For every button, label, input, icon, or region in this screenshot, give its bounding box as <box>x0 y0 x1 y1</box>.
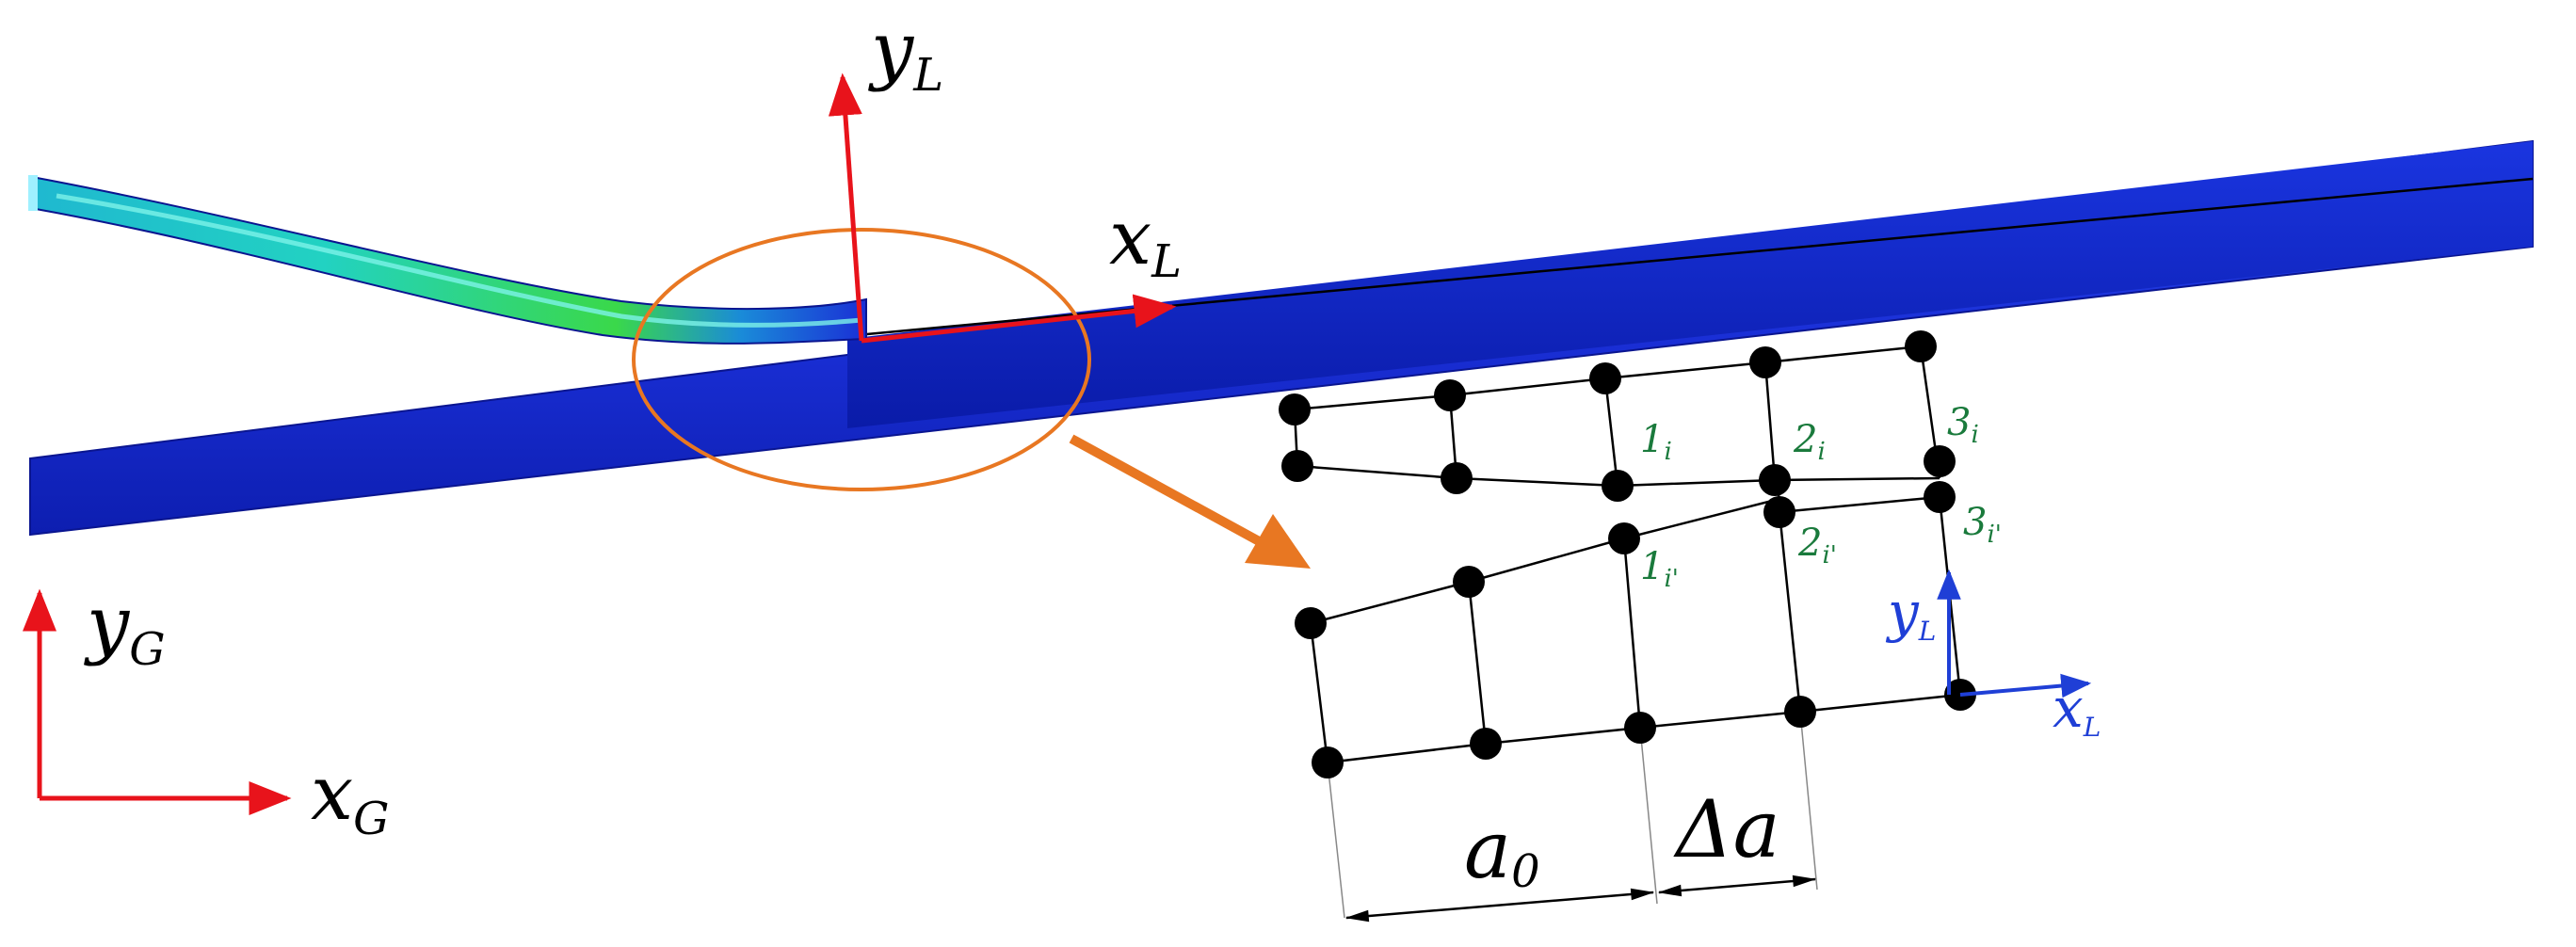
extension-line <box>1327 762 1345 919</box>
node-label-3i-prime: 3i' <box>1963 501 2002 549</box>
fe-beam-model <box>28 139 2534 537</box>
node <box>1281 450 1313 482</box>
dim-label-a0: a0 <box>1464 804 1540 898</box>
node <box>1295 607 1327 639</box>
mesh-line <box>1603 377 1619 487</box>
arrow-right-down-icon <box>1069 434 1311 569</box>
node-labels: 1i 2i 3i 1i' 2i' 3i' <box>1640 401 2002 593</box>
small-local-x-arrow <box>1959 673 2092 698</box>
bonded-beam <box>847 141 2533 428</box>
debonded-arm <box>30 175 867 345</box>
mesh-line <box>1778 511 1802 713</box>
node <box>1608 522 1640 554</box>
mesh-line <box>1467 581 1488 745</box>
node <box>1759 464 1791 496</box>
global-axes: xG yG <box>22 580 389 845</box>
arm-stress-band <box>56 193 862 328</box>
node <box>1749 346 1781 378</box>
node <box>1624 712 1656 744</box>
small-local-x-label: xL <box>2053 676 2101 743</box>
global-y-label: yG <box>84 580 166 676</box>
node-label-2i: 2i <box>1793 418 1826 466</box>
local-x-axis-arrow <box>861 294 1177 344</box>
node-label-3i: 3i <box>1947 401 1979 449</box>
node <box>1434 379 1466 411</box>
extension-line <box>1639 727 1658 905</box>
mesh-line <box>1310 479 1781 625</box>
node-label-1i-prime: 1i' <box>1640 545 1679 593</box>
local-x-label: xL <box>1109 194 1182 288</box>
node <box>1279 393 1311 425</box>
node-label-2i-prime: 2i' <box>1797 522 1837 570</box>
dim-line-a0 <box>1344 888 1655 923</box>
local-axes-small: xL yL <box>1885 569 2101 743</box>
crack-tip-ellipse <box>632 228 1091 491</box>
node <box>1924 445 1956 477</box>
local-y-label: yL <box>868 6 943 102</box>
extension-line <box>1799 711 1818 891</box>
local-axes-large: xL yL <box>828 6 1182 344</box>
mesh-line <box>1779 495 1940 514</box>
mesh-nodes <box>1279 330 1976 778</box>
global-x-label: xG <box>311 749 389 845</box>
node <box>1441 462 1473 494</box>
mesh-line <box>1309 622 1329 763</box>
dim-label-delta-a: Δa <box>1673 783 1780 875</box>
dimensions: a0 Δa <box>1344 783 1817 923</box>
node <box>1905 330 1937 362</box>
mesh-detail <box>1293 345 1962 919</box>
node <box>1924 481 1956 513</box>
node <box>1470 728 1502 760</box>
node <box>1589 362 1621 394</box>
local-y-axis-arrow <box>828 72 864 342</box>
small-local-y-label: yL <box>1885 580 1936 647</box>
node <box>1453 566 1485 598</box>
arm-end-cap <box>28 175 38 211</box>
node <box>1602 470 1634 502</box>
dim-line-delta-a <box>1657 875 1817 897</box>
mesh-line <box>1622 538 1642 729</box>
node <box>1784 696 1816 728</box>
node <box>1763 496 1795 528</box>
node-label-1i: 1i <box>1640 418 1672 466</box>
node <box>1312 746 1344 778</box>
mesh-line <box>1763 361 1777 481</box>
